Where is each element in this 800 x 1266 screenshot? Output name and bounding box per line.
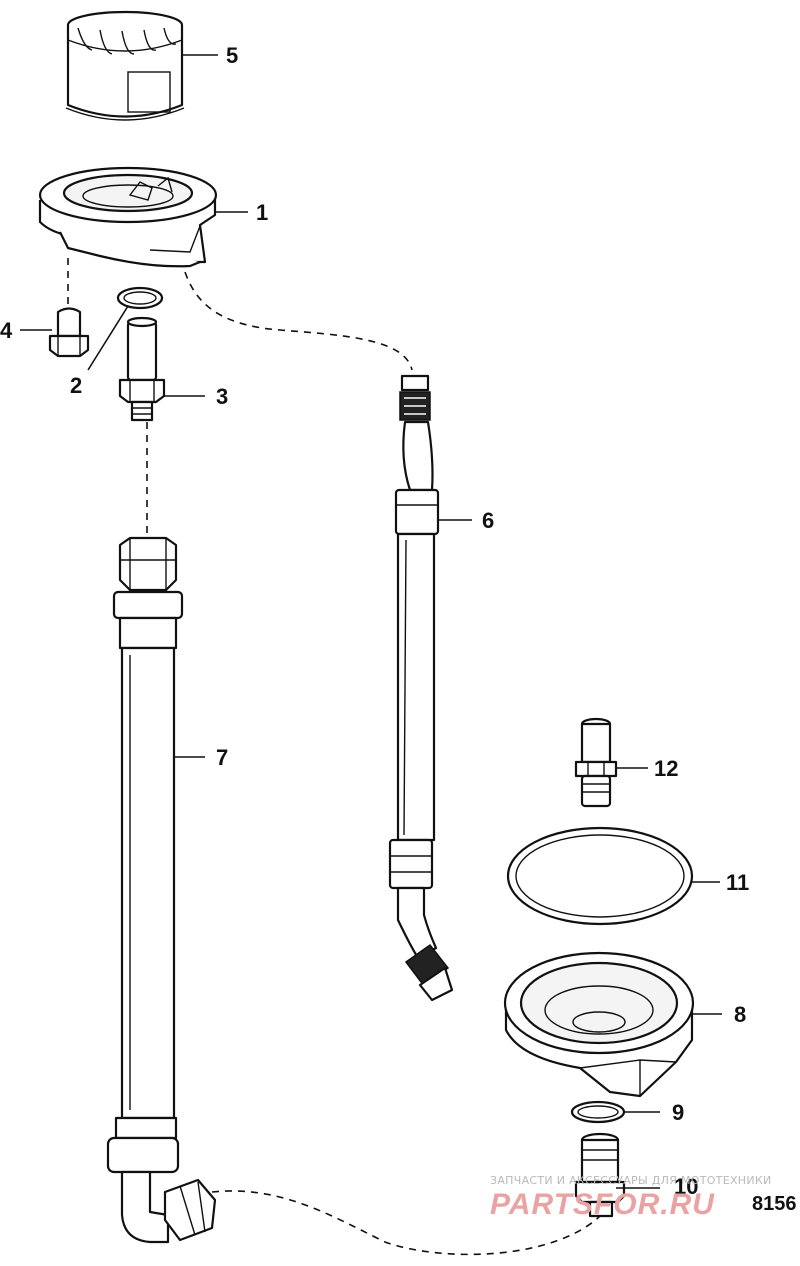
- callout-9: 9: [672, 1100, 684, 1125]
- adapter-housing-part-8: [503, 951, 695, 1098]
- watermark: ЗАПЧАСТИ И АКСЕССУАРЫ ДЛЯ МОТОТЕХНИКИ PA…: [490, 1174, 772, 1221]
- dash-line-hose-7-to-fitting-10: [211, 1190, 607, 1256]
- fitting-part-10: [574, 1132, 626, 1218]
- callout-5: 5: [226, 43, 238, 68]
- leader-lines: [20, 54, 722, 1189]
- callout-10: 10: [674, 1174, 698, 1199]
- callout-4: 4: [0, 318, 13, 343]
- drawing-number: 8156: [752, 1193, 797, 1215]
- o-ring-part-9: [570, 1100, 626, 1124]
- callout-11: 11: [726, 870, 749, 895]
- callout-1: 1: [256, 200, 268, 225]
- sealing-ring-part-11: [506, 826, 694, 926]
- plug-part: [48, 307, 90, 358]
- callout-7: 7: [216, 745, 228, 770]
- hose-part-6: [388, 374, 454, 1002]
- watermark-logo: PARTSFOR.RU: [490, 1188, 715, 1221]
- fitting-part-12: [574, 717, 618, 808]
- watermark-tagline: ЗАПЧАСТИ И АКСЕССУАРЫ ДЛЯ МОТОТЕХНИКИ: [490, 1174, 772, 1187]
- oil-filter-part: [65, 10, 185, 121]
- callout-labels: 5 1 4 2 3 6 7 12 11 8 9 10: [0, 43, 749, 1199]
- o-ring-part-2: [116, 286, 164, 310]
- callout-8: 8: [734, 1002, 746, 1027]
- alignment-lines: [67, 258, 607, 1256]
- callout-3: 3: [216, 384, 228, 409]
- fitting-part-3: [118, 316, 166, 422]
- callout-12: 12: [654, 756, 678, 781]
- filter-bracket-part: [38, 166, 218, 268]
- callout-2: 2: [70, 373, 82, 398]
- hose-part-7: [106, 536, 217, 1244]
- callout-6: 6: [482, 508, 494, 533]
- dash-line-bracket-to-hose-6: [184, 271, 413, 371]
